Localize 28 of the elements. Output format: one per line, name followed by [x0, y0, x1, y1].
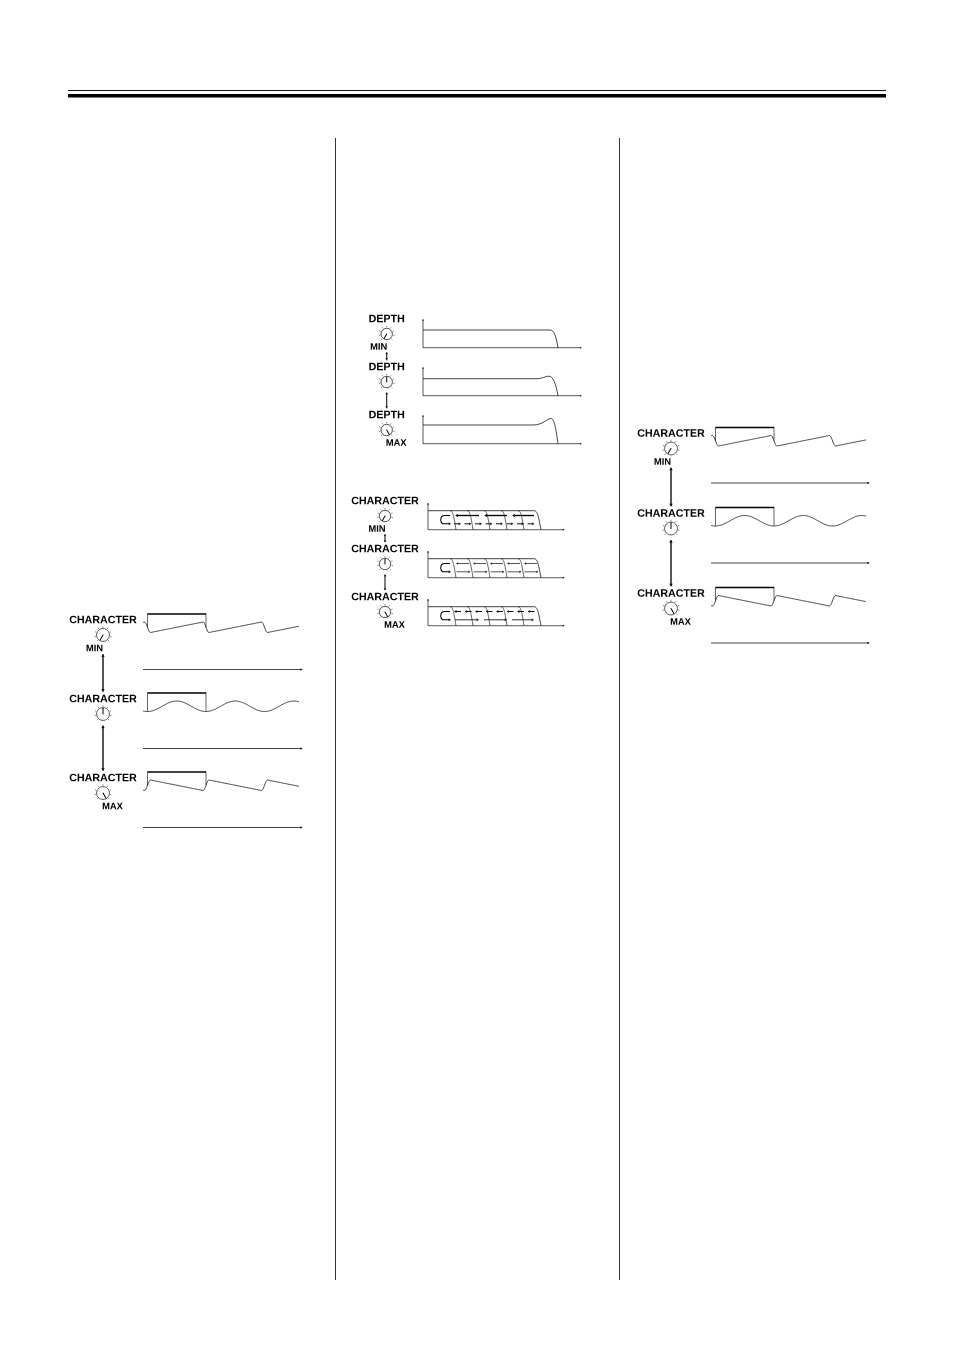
knob-label: CHARACTER	[69, 773, 137, 782]
scale-label: MAX	[384, 621, 405, 628]
scale-label: MIN	[654, 458, 671, 465]
knob-label: CHARACTER	[351, 592, 419, 601]
double-arrow	[383, 574, 387, 591]
knob-label: DEPTH	[369, 362, 405, 371]
scale-label: MIN	[370, 343, 387, 350]
knob-label: CHARACTER	[637, 509, 705, 517]
knob-label: CHARACTER	[69, 615, 137, 624]
knob-label: CHARACTER	[351, 496, 419, 505]
scale-label: MAX	[386, 439, 407, 446]
double-arrow	[101, 725, 105, 772]
knob-label: DEPTH	[369, 314, 405, 323]
knob-label: CHARACTER	[351, 544, 419, 553]
double-arrow	[101, 653, 105, 693]
knob-label: CHARACTER	[637, 589, 705, 597]
scale-label: MIN	[369, 525, 385, 532]
double-arrow	[385, 392, 388, 409]
knob-label: CHARACTER	[69, 694, 137, 703]
double-arrow	[385, 352, 388, 361]
scale-label: MAX	[102, 802, 123, 810]
knob-label: CHARACTER	[637, 429, 705, 437]
scale-label: MAX	[670, 618, 691, 625]
double-arrow	[383, 534, 387, 543]
double-arrow	[669, 539, 673, 587]
knob-label: DEPTH	[369, 410, 405, 419]
scale-label: MIN	[86, 644, 103, 652]
double-arrow	[669, 467, 673, 507]
